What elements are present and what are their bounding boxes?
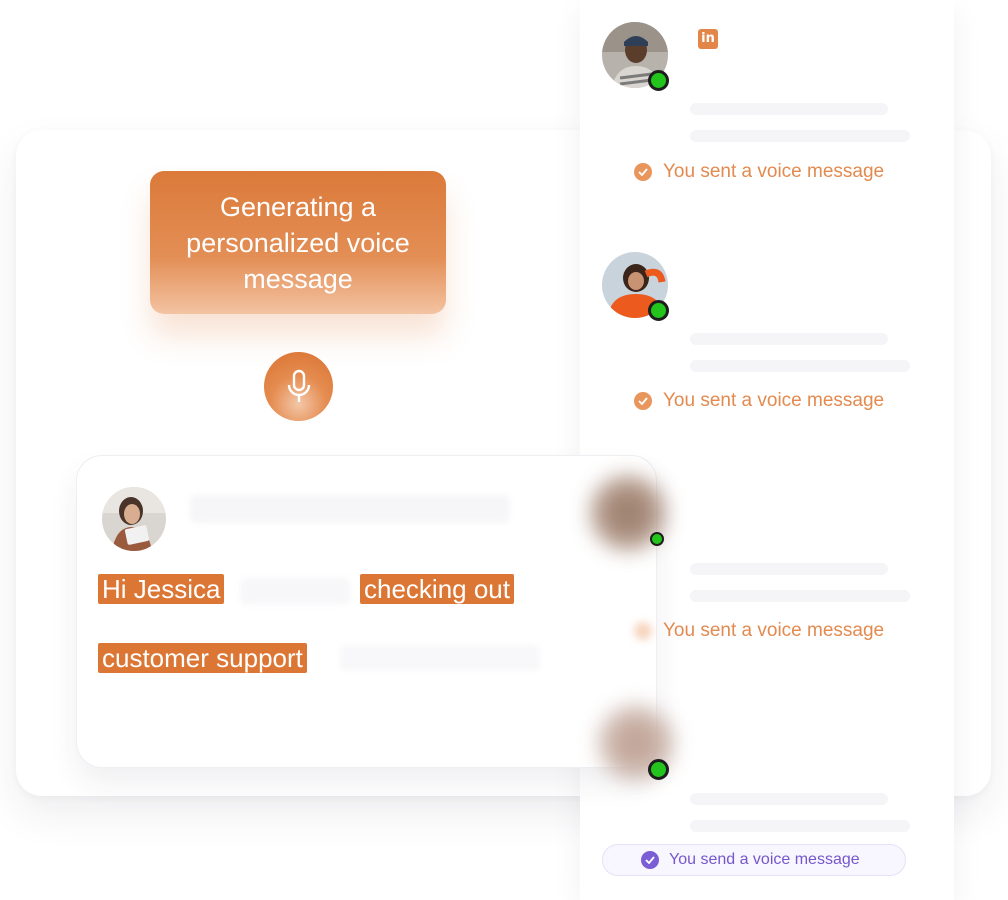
status-badge: You sent a voice message bbox=[634, 390, 884, 412]
check-icon bbox=[634, 622, 652, 640]
skeleton-line bbox=[690, 820, 910, 832]
blurred-text bbox=[340, 645, 540, 671]
online-status-icon bbox=[648, 300, 669, 321]
microphone-button[interactable] bbox=[264, 352, 333, 421]
skeleton-line bbox=[690, 130, 910, 142]
skeleton-line bbox=[690, 793, 888, 805]
status-text: You sent a voice message bbox=[663, 161, 885, 182]
generating-badge: Generating a personalized voice message bbox=[150, 171, 446, 314]
online-status-icon bbox=[650, 532, 664, 546]
highlight-name: Hi Jessica bbox=[98, 574, 225, 604]
linkedin-icon[interactable]: in bbox=[698, 29, 718, 49]
skeleton-line bbox=[690, 333, 888, 345]
send-status-text: You send a voice message bbox=[669, 851, 860, 868]
online-status-icon bbox=[648, 759, 669, 780]
blurred-text bbox=[240, 578, 350, 604]
status-badge: You sent a voice message bbox=[634, 620, 884, 642]
online-status-icon bbox=[648, 70, 669, 91]
status-text: You sent a voice message bbox=[663, 390, 885, 411]
check-icon bbox=[641, 851, 659, 869]
skeleton-line bbox=[690, 360, 910, 372]
check-icon bbox=[634, 163, 652, 181]
generating-text: Generating a personalized voice message bbox=[186, 191, 410, 294]
avatar[interactable] bbox=[602, 22, 668, 88]
status-badge: You sent a voice message bbox=[634, 161, 884, 183]
status-text: You sent a voice message bbox=[663, 620, 885, 641]
highlight-phrase: checking out bbox=[360, 574, 514, 604]
avatar bbox=[102, 487, 166, 551]
skeleton-line bbox=[690, 590, 910, 602]
send-status-pill: You send a voice message bbox=[602, 844, 906, 876]
skeleton-line bbox=[690, 563, 888, 575]
microphone-icon bbox=[287, 369, 310, 402]
highlight-phrase: customer support bbox=[98, 643, 307, 673]
skeleton-line bbox=[690, 103, 888, 115]
check-icon bbox=[634, 392, 652, 410]
blurred-text bbox=[190, 495, 510, 523]
